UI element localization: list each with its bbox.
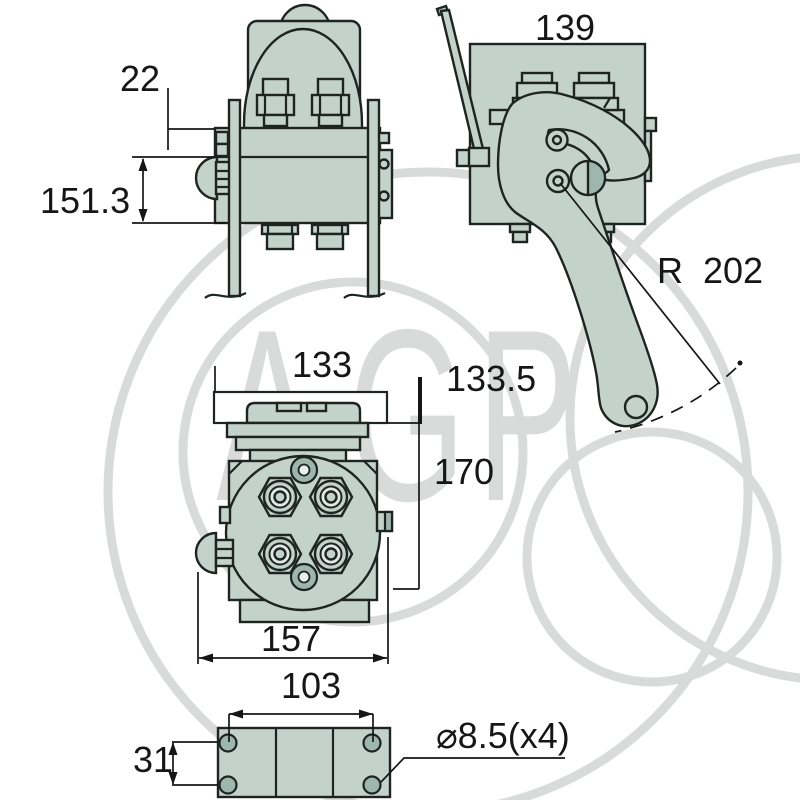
dim-label-width-157: 157 <box>261 618 321 659</box>
mounting-hole <box>362 733 382 753</box>
top-fitting-right <box>310 77 351 128</box>
bracket-hole <box>378 158 390 170</box>
lever-handle-hole <box>623 394 649 420</box>
left-step-tab-lower <box>214 142 230 158</box>
radius-line <box>559 182 721 385</box>
dim-label-height-151-3: 151.3 <box>40 180 130 221</box>
swing-arc <box>614 367 737 433</box>
mounting-hole <box>218 775 238 795</box>
bracket-hole <box>378 190 390 202</box>
footprint-dimensions: 103 31 ⌀8.5(x4) <box>133 665 570 786</box>
cover-notch-right <box>305 401 328 413</box>
dim-label-width-139: 139 <box>535 7 595 48</box>
dim-label-radius-r202: R 202 <box>657 250 763 291</box>
coupling-port-top-left <box>257 476 303 518</box>
dim-label-row-31: 31 <box>133 739 173 780</box>
mounting-leg-right <box>366 98 381 298</box>
face-view-dimensions: 133 133.5 170 157 <box>197 344 536 664</box>
cam-roller <box>569 159 607 197</box>
front-view: 22 151.3 <box>40 3 394 299</box>
bracket-step-upper <box>234 435 362 452</box>
dim-label-offset-22: 22 <box>120 58 160 99</box>
swing-arc-end-dot <box>737 360 743 366</box>
mounting-hole <box>362 775 382 795</box>
face-release-knob-nut <box>214 538 235 568</box>
mounting-plate <box>216 726 392 799</box>
cover-band <box>225 421 370 439</box>
watermark-letter-p: P <box>476 279 577 553</box>
lever-pivot-upper-pin <box>551 134 563 146</box>
lever-open-foot <box>467 146 491 168</box>
break-mark-left <box>204 292 247 299</box>
face-view: 133 133.5 170 157 <box>194 344 536 664</box>
hole-leader-line <box>380 757 565 783</box>
dim-label-spacing-103: 103 <box>281 665 341 706</box>
bottom-fitting-right <box>310 223 350 251</box>
dim-label-width-133: 133 <box>292 344 352 385</box>
coupling-lever <box>496 91 659 428</box>
dim-label-height-170: 170 <box>434 451 494 492</box>
coupling-port-top-right <box>308 476 354 518</box>
watermark-circle-outer <box>103 167 753 800</box>
face-left-tab <box>218 505 232 525</box>
mounting-leg-left <box>227 98 242 298</box>
front-view-dimensions: 22 151.3 <box>40 58 226 224</box>
release-knob <box>194 155 219 201</box>
footprint-view: 103 31 ⌀8.5(x4) <box>133 665 570 799</box>
lever-open-position <box>435 4 491 168</box>
side-bottom-foot-left <box>508 222 532 244</box>
face-release-knob <box>194 531 218 575</box>
guide-pin-bottom <box>289 562 319 592</box>
cover-notch-left <box>275 401 303 413</box>
dim-label-hole-diameter: ⌀8.5(x4) <box>436 715 570 756</box>
top-cover <box>245 401 362 425</box>
coupling-port-bottom-right <box>308 533 354 575</box>
side-view-dimensions: 139 R 202 <box>535 7 763 433</box>
left-step-tab-upper <box>214 130 230 146</box>
side-right-tab <box>643 116 658 133</box>
face-right-tab <box>375 510 394 533</box>
mounting-hole <box>218 733 238 753</box>
watermark-circle-bottomright <box>522 427 782 687</box>
dim-label-offset-133-5: 133.5 <box>446 358 536 399</box>
watermark-circle-topright <box>565 153 800 683</box>
bottom-fitting-left <box>260 223 300 251</box>
guide-pin-top <box>289 455 319 485</box>
top-fitting-left <box>255 77 296 128</box>
break-mark-right <box>343 292 386 299</box>
side-view: 139 R 202 <box>435 4 763 433</box>
